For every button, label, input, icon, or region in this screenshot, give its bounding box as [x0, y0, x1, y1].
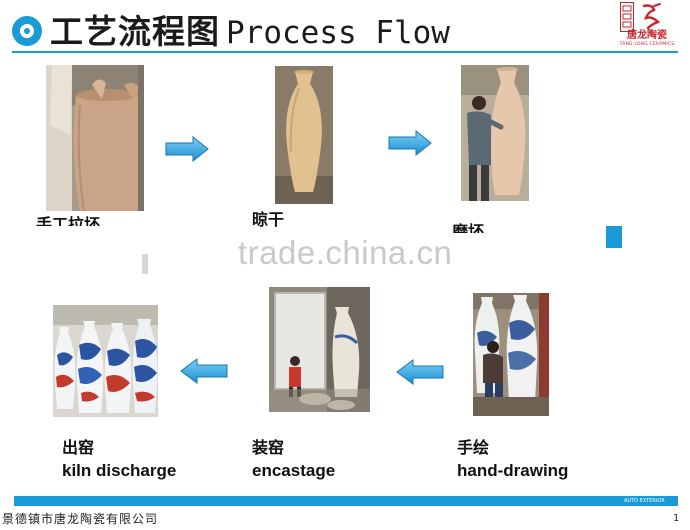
title-bullet-icon	[12, 16, 42, 46]
step-label-en-6: kiln discharge	[62, 461, 177, 480]
page-title-en: Process Flow	[226, 15, 450, 51]
step-label-cn-6: 出窑	[62, 438, 95, 457]
page-number: 1	[673, 513, 680, 524]
logo-text-cn: 唐龙陶瓷	[627, 30, 667, 41]
photo-encastage	[269, 287, 370, 412]
photo-drying	[275, 66, 333, 204]
label-clip-mask-3	[446, 233, 516, 251]
step-label-cn-5: 装窑	[252, 438, 285, 457]
grey-tick-mark	[142, 254, 148, 274]
logo-text-en: TANG LONG CERAMICS	[619, 42, 675, 47]
photo-hand-drawing	[473, 293, 549, 416]
step-label-en-4: hand-drawing	[457, 461, 569, 480]
step-label-en-5: encastage	[252, 461, 336, 480]
logo-seal-icon	[620, 2, 634, 32]
label-clip-mask-1	[30, 226, 130, 246]
flow-arrow-right-1	[165, 136, 209, 162]
flow-arrow-left-1	[396, 359, 444, 385]
step-label-cn-4: 手绘	[457, 438, 490, 457]
blue-square-marker	[606, 226, 622, 248]
company-logo: 唐龙陶瓷 TANG LONG CERAMICS	[612, 2, 682, 50]
step-label-cn-2: 晾干	[252, 210, 285, 229]
page-title-cn: 工艺流程图	[50, 12, 220, 51]
flow-arrow-left-2	[180, 358, 228, 384]
title-underline	[12, 51, 678, 53]
footer-company-name: 景德镇市唐龙陶瓷有限公司	[2, 512, 159, 526]
footer-bar	[14, 496, 678, 506]
flow-arrow-right-2	[388, 130, 432, 156]
footer-tag: AUTO EXTERIOR	[624, 498, 665, 504]
logo-dragon-icon	[640, 2, 662, 30]
photo-grinding	[461, 65, 529, 201]
photo-kiln-discharge	[53, 305, 158, 417]
watermark: trade.china.cn	[238, 234, 453, 271]
photo-hand-throwing	[46, 65, 144, 211]
